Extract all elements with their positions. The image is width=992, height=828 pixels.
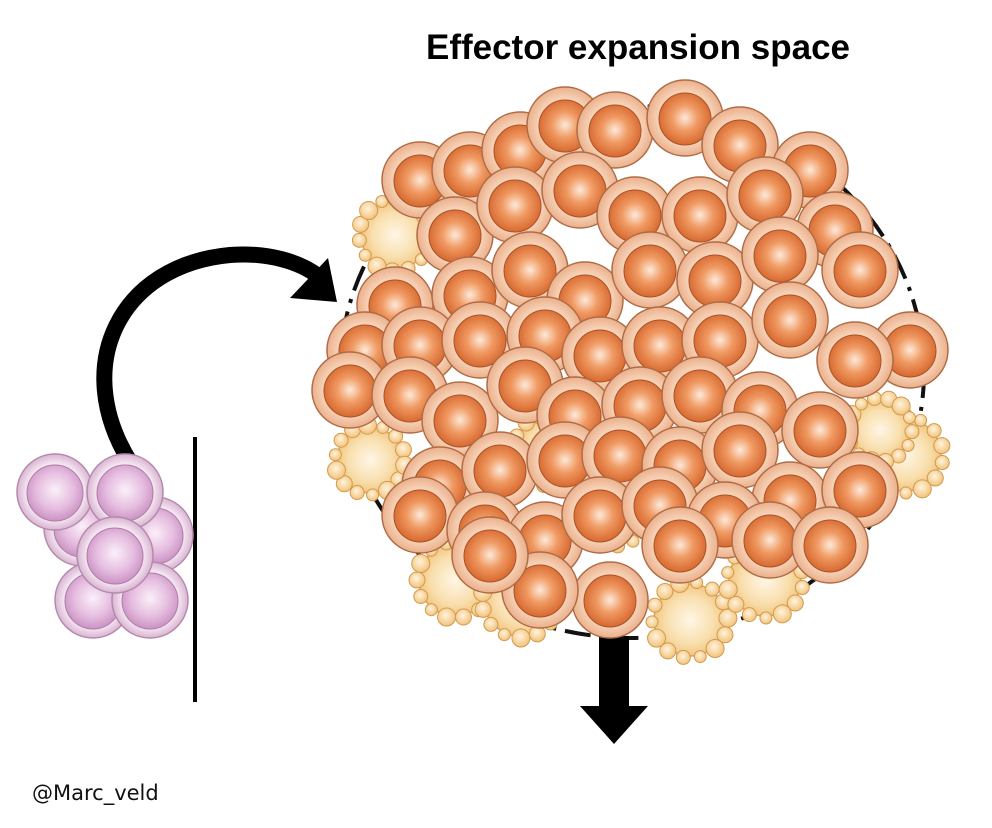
effector-cell — [451, 516, 529, 594]
effector-cell — [476, 166, 554, 244]
effector-cell — [726, 156, 804, 234]
effector-cell — [461, 431, 539, 509]
effector-cell — [751, 281, 829, 359]
effector-cells — [311, 79, 949, 639]
effector-cell — [821, 231, 899, 309]
naive-cell — [16, 453, 94, 531]
effector-cell — [781, 391, 859, 469]
effector-cell — [611, 231, 689, 309]
naive-cell — [86, 453, 164, 531]
effector-cell — [741, 216, 819, 294]
effector-cell — [576, 91, 654, 169]
effector-cell — [816, 321, 894, 399]
author-credit: @Marc_veld — [32, 781, 159, 805]
curved-arrow-icon — [96, 246, 337, 467]
effector-cell — [791, 506, 869, 584]
effector-cell — [381, 476, 459, 554]
naive-cell — [76, 516, 154, 594]
effector-cell — [311, 351, 389, 429]
diagram-title: Effector expansion space — [425, 28, 851, 67]
effector-cell — [571, 561, 649, 639]
effector-cell — [416, 196, 494, 274]
effector-cell — [661, 356, 739, 434]
effector-cell — [561, 476, 639, 554]
effector-cell — [731, 501, 809, 579]
down-arrow-icon — [580, 636, 648, 744]
effector-cell — [641, 506, 719, 584]
effector-cell — [526, 421, 604, 499]
naive-cells — [16, 453, 194, 639]
